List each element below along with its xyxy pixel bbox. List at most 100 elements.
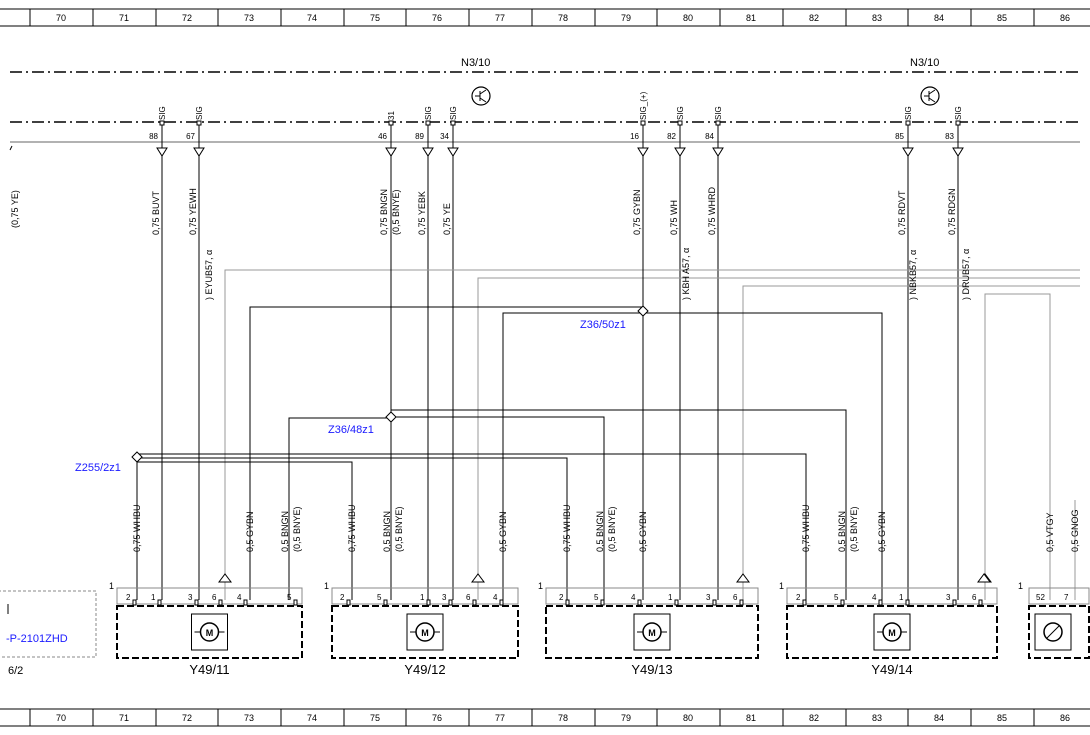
wire-label: 0,75 YEWH	[188, 188, 198, 235]
splice-label: Z255/2z1	[75, 462, 121, 474]
pin-number: 16	[630, 132, 639, 141]
ruler-number: 71	[119, 713, 129, 723]
wire-label: 0,75 BNGN	[379, 189, 389, 235]
pin-signal: SIG	[954, 106, 963, 120]
component-terminal	[802, 599, 807, 606]
ruler-number: 75	[370, 713, 380, 723]
ruler-number: 76	[432, 13, 442, 23]
wire-label: 0,5 GNOG	[1070, 509, 1080, 552]
motor-symbol: M	[648, 628, 656, 638]
component-terminal	[383, 599, 388, 606]
component-name: Y49/14	[871, 662, 912, 677]
connector-arrow	[712, 147, 724, 157]
connector-arrow	[447, 147, 459, 157]
component-pin-number: 1	[151, 593, 156, 602]
ruler-number: 80	[683, 713, 693, 723]
wire-label: 0,75 WH	[669, 200, 679, 235]
motor-symbol: M	[421, 628, 429, 638]
connector-housing	[331, 587, 519, 605]
pin-signal: SIG	[904, 106, 913, 120]
component-terminal	[132, 599, 137, 606]
ruler-number: 72	[182, 713, 192, 723]
shield-arrow	[977, 573, 991, 583]
left-wire-label: (0,75 YE)	[10, 190, 20, 228]
shield-arrow	[218, 573, 232, 583]
pin-signal: 31	[387, 111, 396, 120]
control-unit-outline	[10, 71, 1080, 143]
wire-label: 0,75 WHBU	[347, 504, 357, 552]
component-name: Y49/11	[189, 662, 229, 677]
pin-number: 84	[705, 132, 714, 141]
wire-whbu	[137, 453, 807, 600]
component-pin-number: 4	[237, 593, 242, 602]
pin-signal: SIG	[158, 106, 167, 120]
pin-terminal	[677, 120, 683, 126]
wire-label: 0,5 GYBN	[245, 511, 255, 552]
pin-signal: SIG_(+)	[639, 91, 648, 120]
component-pin-number: 3	[188, 593, 193, 602]
component-terminal	[293, 599, 298, 606]
component-terminal	[878, 599, 883, 606]
pin-number: 85	[895, 132, 904, 141]
ruler-number: 76	[432, 713, 442, 723]
sensor-slash	[1046, 625, 1060, 639]
component-pin-number: 4	[872, 593, 877, 602]
wire-label-alt: (0,5 BNYE)	[391, 189, 401, 235]
component-pin-1: 1	[1018, 581, 1023, 591]
splice-label: Z36/50z1	[580, 319, 626, 331]
pin-number: 89	[415, 132, 424, 141]
pin-terminal	[425, 120, 431, 126]
wire-note: ) EYUB57, α	[204, 250, 214, 300]
connector-arrow	[902, 147, 914, 157]
component-pin-number: 5	[594, 593, 599, 602]
wire-label: 0,5 BNGN	[837, 511, 847, 552]
connector-housing	[1028, 587, 1090, 605]
component-terminal	[346, 599, 351, 606]
component-pin-number: 3	[946, 593, 951, 602]
pin-terminal	[159, 120, 165, 126]
wire-label: 0,75 BUVT	[151, 190, 161, 235]
component-terminal	[739, 599, 744, 606]
unit-label-1: N3/10	[461, 57, 490, 69]
ruler-number: 72	[182, 13, 192, 23]
component-name: Y49/12	[404, 662, 445, 677]
component-pin-number: 2	[796, 593, 801, 602]
component-terminal	[448, 599, 453, 606]
ruler-number: 70	[56, 13, 66, 23]
wire-bngn	[391, 409, 847, 600]
component-terminal	[600, 599, 605, 606]
wire-note: ) DRUB57, α	[961, 249, 971, 300]
pin-signal: SIG	[195, 106, 204, 120]
component-pin-number: 7	[1064, 593, 1069, 602]
splice-node	[385, 411, 397, 423]
wire-note: ) NBKB57, α	[908, 250, 918, 300]
pin-number: 46	[378, 132, 387, 141]
bus-wire	[224, 269, 1080, 600]
pin-number: 83	[945, 132, 954, 141]
unit-label-2: N3/10	[910, 57, 939, 69]
splice-label: Z36/48z1	[328, 424, 374, 436]
pin-terminal	[905, 120, 911, 126]
component-terminal	[905, 599, 910, 606]
wire-label: 0,75 RDVT	[897, 190, 907, 235]
component-body	[1028, 605, 1090, 659]
component-pin-number: 2	[559, 593, 564, 602]
wire-label-alt: (0,5 BNYE)	[394, 506, 404, 552]
wire-bngn	[288, 417, 391, 600]
splice-node	[637, 305, 649, 317]
ruler-number: 78	[558, 713, 568, 723]
ruler-number: 84	[934, 13, 944, 23]
component-terminal	[952, 599, 957, 606]
wire-bngn	[391, 416, 605, 600]
ruler-number: 80	[683, 13, 693, 23]
component-terminal	[712, 599, 717, 606]
pin-signal: SIG	[449, 106, 458, 120]
ruler-number: 83	[872, 13, 882, 23]
component-pin-number: 4	[493, 593, 498, 602]
ruler-number: 73	[244, 713, 254, 723]
wire-gybn	[643, 312, 883, 600]
